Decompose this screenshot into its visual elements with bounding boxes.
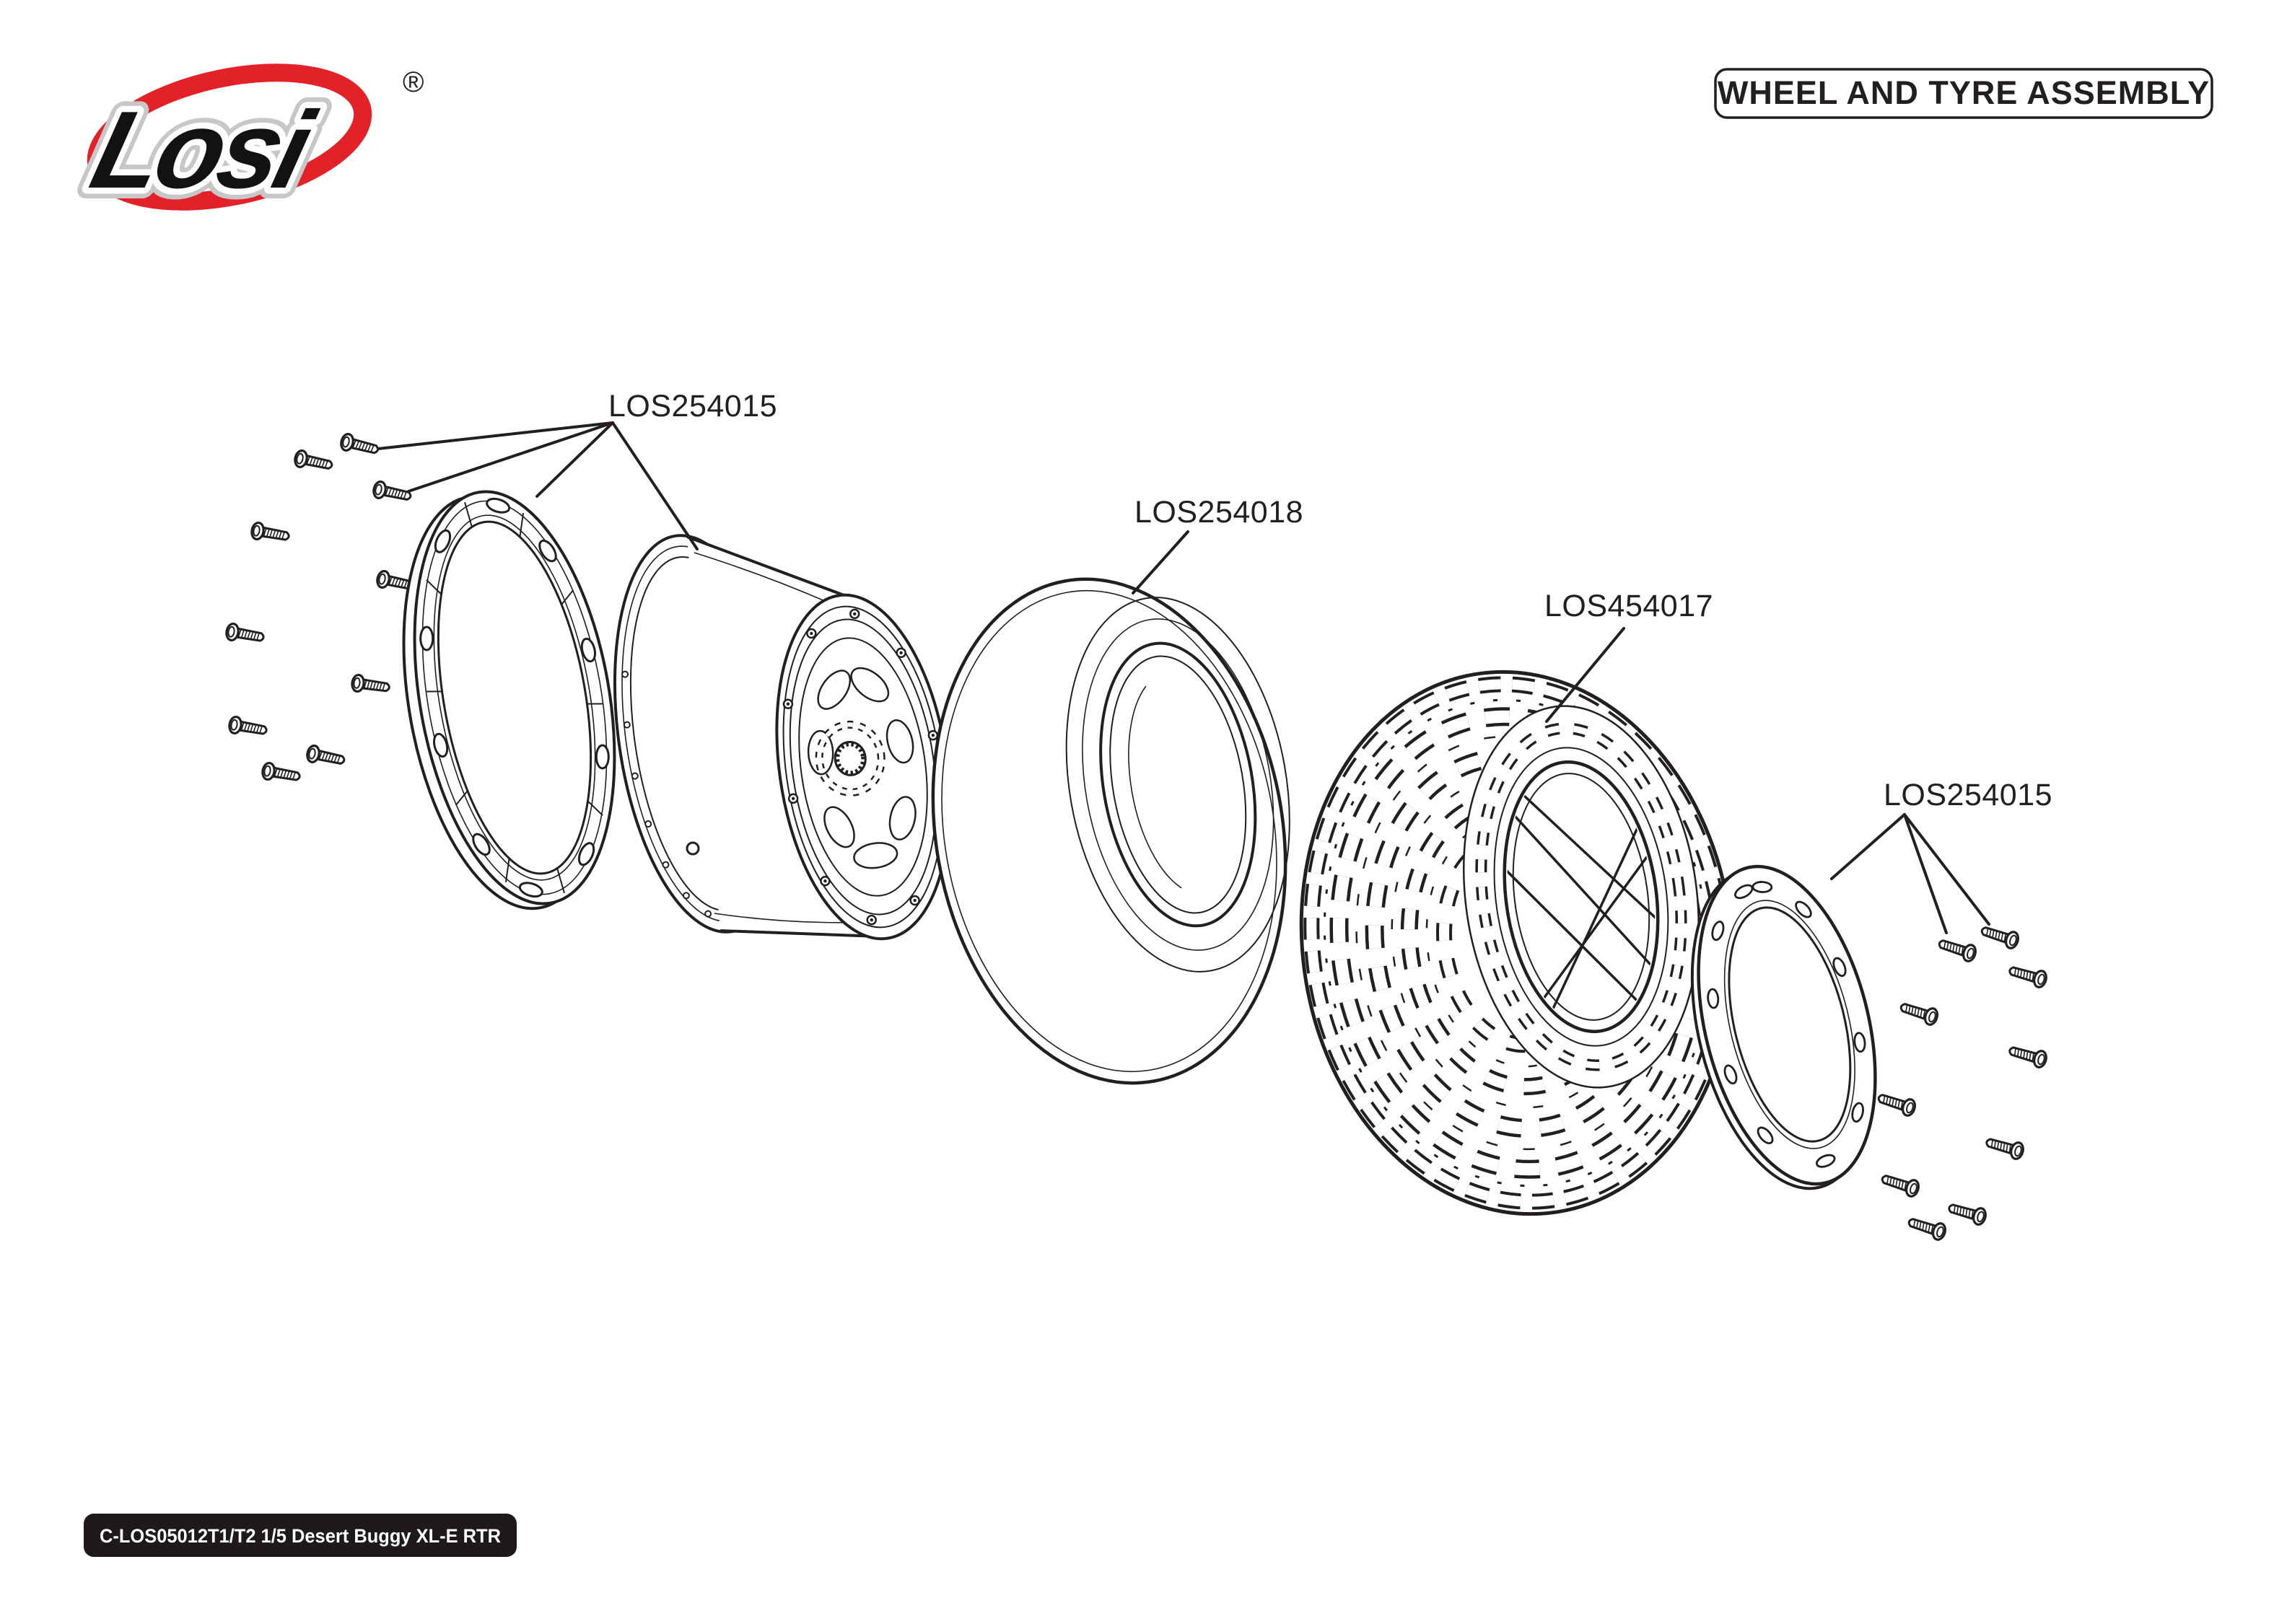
hub-bore	[834, 740, 867, 776]
beadlock-ring-left	[402, 490, 616, 910]
tire-insert	[931, 577, 1290, 1085]
insert-outer	[931, 577, 1287, 1085]
leader-lines-left-beadlock	[377, 421, 699, 550]
page-title-box: WHEEL AND TYRE ASSEMBLY	[1714, 68, 2213, 119]
footer-badge	[84, 1514, 517, 1557]
tire-sidewall	[1462, 705, 1700, 1089]
tire-opening	[1503, 760, 1660, 1033]
wheel-rim	[613, 534, 951, 941]
screw-set-right	[1875, 921, 2050, 1243]
hub	[815, 720, 885, 796]
losi-logo: Losi Losi Losi ®	[70, 63, 424, 221]
ring-inner-edge	[1728, 906, 1852, 1143]
logo-wordmark-case: Losi	[81, 88, 326, 211]
beadlock-ring-right	[1690, 864, 1877, 1190]
part-label-tire-insert: LOS254018	[1134, 495, 1303, 530]
logo-swoosh	[87, 63, 372, 211]
ring-holes	[1707, 881, 1866, 1168]
rim-vent-hole	[686, 841, 700, 856]
spoke-cutouts	[807, 667, 917, 869]
ring-holes	[419, 497, 610, 898]
ring-inner-edge	[437, 520, 592, 875]
insert-opening	[1099, 641, 1257, 928]
face-beadlock-bolts	[782, 608, 944, 926]
screw-set-left	[224, 431, 417, 786]
registered-mark: ®	[403, 66, 424, 98]
leader-line-insert	[1132, 530, 1189, 594]
ring-segment-ticks	[426, 501, 603, 894]
footer-part-code-box: C-LOS05012T1/T2 1/5 Desert Buggy XL-E RT…	[84, 1514, 517, 1557]
tire	[1299, 670, 1735, 1216]
part-label-beadlock-left: LOS254015	[608, 389, 777, 423]
ring-outer-edge	[413, 490, 616, 905]
footer-part-code: C-LOS05012T1/T2 1/5 Desert Buggy XL-E RT…	[100, 1525, 501, 1547]
wheel-face	[775, 593, 951, 941]
logo-wordmark: Losi	[81, 88, 326, 211]
leader-lines-right-beadlock	[1830, 813, 1990, 934]
title-border	[1714, 68, 2213, 119]
page-title: WHEEL AND TYRE ASSEMBLY	[1718, 74, 2210, 111]
part-label-tire: LOS454017	[1544, 589, 1713, 623]
leader-line-tire	[1545, 627, 1625, 723]
flange-bead-holes	[621, 670, 712, 918]
part-label-beadlock-right: LOS254015	[1884, 778, 2052, 812]
